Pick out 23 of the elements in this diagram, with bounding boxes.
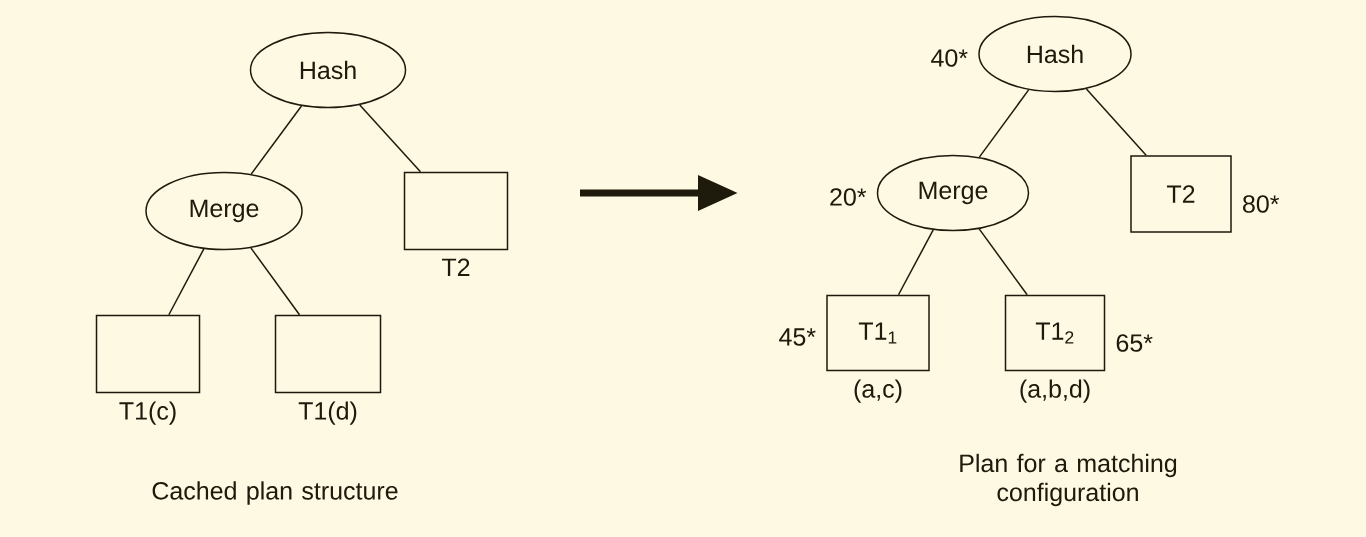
caption: Cached plan structure bbox=[152, 481, 398, 505]
table-name: T1(d) bbox=[298, 401, 357, 425]
tree-edge bbox=[897, 229, 934, 296]
table-name: T1(c) bbox=[119, 401, 176, 425]
tree-edge bbox=[168, 248, 205, 316]
table-box: T2 bbox=[1130, 155, 1232, 233]
tree-edge bbox=[978, 89, 1030, 158]
table-name: T2 bbox=[442, 258, 470, 276]
tree-edge bbox=[250, 105, 303, 175]
caption: Plan for a matching configuration bbox=[960, 453, 1177, 507]
cost-label: 45* bbox=[779, 328, 816, 346]
table-box: T1$_{1}$ bbox=[826, 294, 930, 372]
tree-edge bbox=[1085, 88, 1147, 156]
cost-label: 80* bbox=[1243, 195, 1280, 213]
cost-label: 40* bbox=[931, 49, 968, 67]
table-box: T1$_{2}$ bbox=[1004, 294, 1106, 372]
cost-label: 20* bbox=[830, 188, 867, 206]
cost-label: 65* bbox=[1116, 334, 1153, 352]
tree-edge bbox=[250, 247, 301, 316]
tree-edge bbox=[359, 104, 422, 173]
cost-label: (a,c) bbox=[854, 379, 902, 403]
cost-label: (a,b,d) bbox=[1020, 379, 1090, 403]
tree-edge bbox=[978, 228, 1028, 296]
